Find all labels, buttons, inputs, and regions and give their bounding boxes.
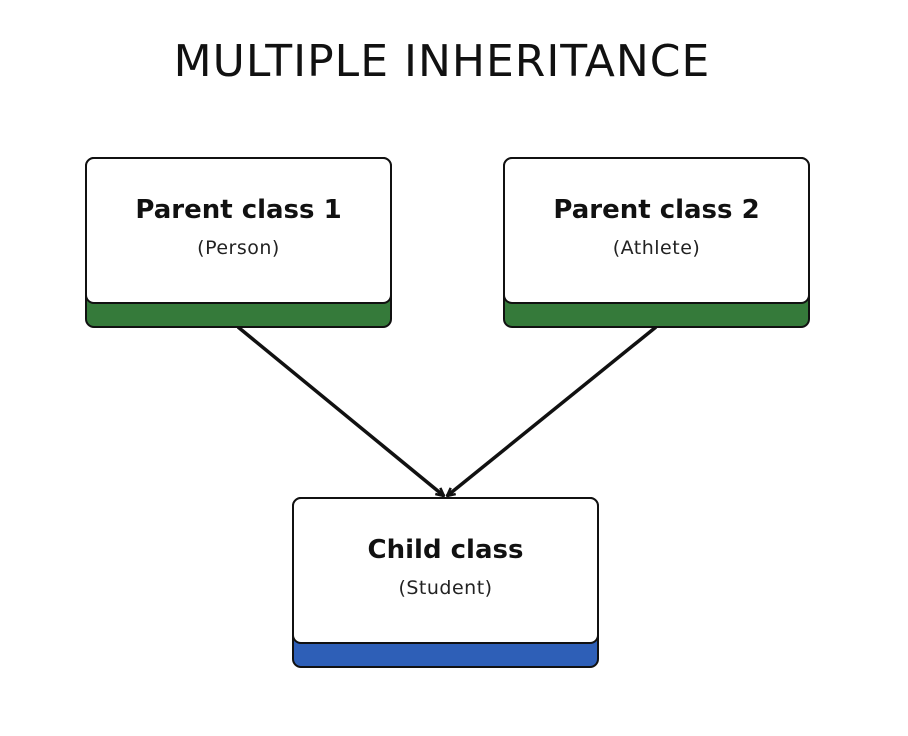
arrow-parent1-to-child xyxy=(236,325,444,496)
child-class-subtitle: (Student) xyxy=(398,577,493,599)
parent-class-1-node: Parent class 1 (Person) xyxy=(85,157,392,328)
parent-class-2-subtitle: (Athlete) xyxy=(612,237,701,259)
arrow-parent2-to-child xyxy=(447,325,658,496)
child-class-card: Child class (Student) xyxy=(292,497,599,644)
parent-class-2-card: Parent class 2 (Athlete) xyxy=(503,157,810,304)
parent-class-2-name: Parent class 2 xyxy=(553,195,760,225)
parent-class-2-node: Parent class 2 (Athlete) xyxy=(503,157,810,328)
parent-class-1-subtitle: (Person) xyxy=(197,237,280,259)
child-class-name: Child class xyxy=(367,535,524,565)
parent-class-1-card: Parent class 1 (Person) xyxy=(85,157,392,304)
diagram-title: MULTIPLE INHERITANCE xyxy=(173,36,711,87)
parent-class-1-name: Parent class 1 xyxy=(135,195,342,225)
child-class-node: Child class (Student) xyxy=(292,497,599,668)
